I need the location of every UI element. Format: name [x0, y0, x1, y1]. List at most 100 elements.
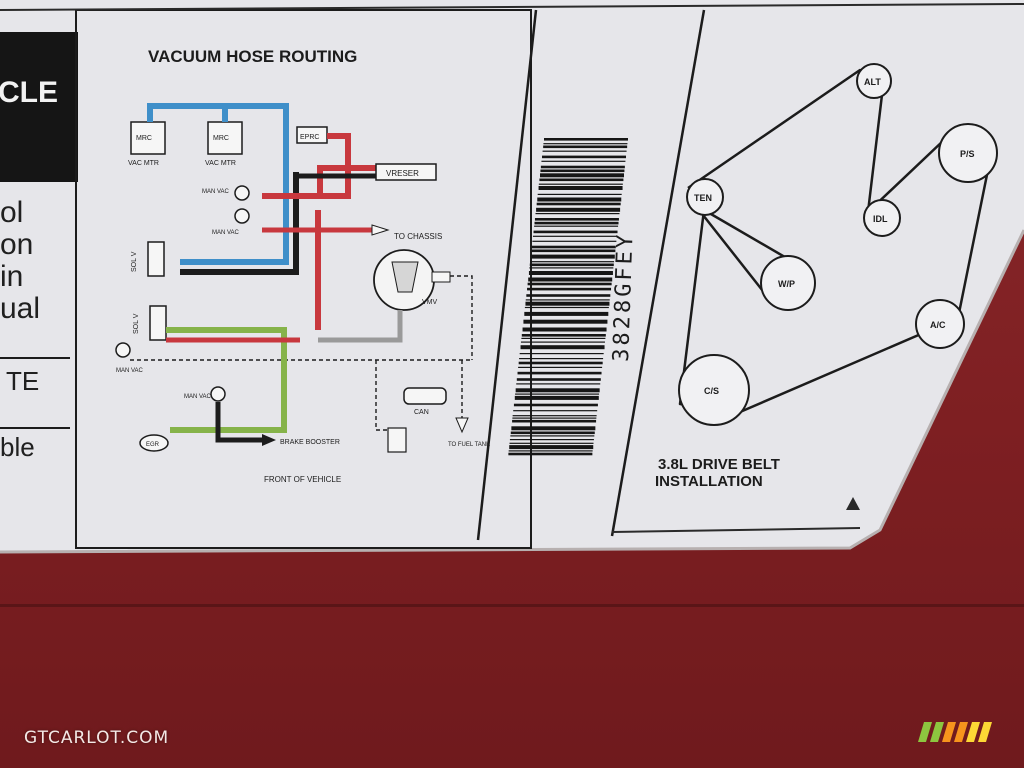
barcode-bar	[508, 452, 593, 456]
barcode	[508, 138, 628, 456]
barcode-bar	[510, 435, 595, 437]
barcode-bar	[509, 445, 594, 450]
manvac-port-2	[234, 208, 250, 224]
barcode-bar	[539, 178, 624, 182]
brand-stripe-logo	[918, 722, 992, 742]
barcode-bar	[516, 383, 601, 385]
barcode-bar	[537, 193, 622, 195]
divider-barcode-right	[610, 9, 706, 537]
barcode-bar	[543, 145, 628, 149]
barcode-bar	[515, 388, 600, 393]
left-header-text: CLE	[0, 76, 58, 109]
pulley-label-ac: A/C	[930, 320, 946, 330]
belt-panel-bottom	[611, 527, 861, 533]
mrc-label-2: MRC	[213, 135, 229, 142]
barcode-bar	[538, 186, 623, 190]
mrc-label-1: MRC	[136, 135, 152, 142]
barcode-bar	[534, 221, 619, 225]
pulley-label-ten: TEN	[694, 193, 712, 203]
brake-booster-label: BRAKE BOOSTER	[280, 439, 340, 446]
egr-label: EGR	[146, 442, 160, 448]
watermark-text: GTCARLOT.COM	[24, 728, 170, 748]
left-fragment-line-1: ol	[0, 196, 23, 229]
barcode-bar	[534, 225, 619, 227]
to-fuel-tank-arrow	[455, 417, 469, 434]
warning-triangle-icon	[846, 497, 860, 510]
manvac-label-3: MAN VAC	[116, 368, 144, 374]
sol-valve-2	[149, 305, 167, 341]
barcode-bar	[543, 143, 628, 145]
barcode-bar	[544, 138, 628, 141]
left-bottom-label: ble	[0, 432, 35, 462]
barcode-bar	[511, 426, 596, 431]
barcode-bar	[533, 230, 618, 234]
pulley-label-ps: P/S	[960, 149, 975, 159]
dashed-canister	[375, 360, 396, 431]
pulley-ten	[686, 178, 724, 216]
barcode-bar	[538, 183, 623, 185]
barcode-bar	[522, 327, 607, 332]
barcode-bar	[536, 207, 621, 212]
sol-v-label-1: SOL V	[131, 251, 138, 272]
pulley-ps	[938, 123, 998, 183]
pulley-wp	[760, 255, 816, 311]
barcode-bar	[521, 334, 606, 337]
barcode-bar	[520, 345, 605, 350]
manvac-port-4	[210, 386, 226, 402]
egr-valve	[139, 434, 169, 452]
barcode-bar	[523, 319, 608, 324]
barcode-bar	[512, 417, 597, 419]
barcode-bar	[514, 395, 599, 400]
belt-title-line-1: 3.8L DRIVE BELT	[658, 456, 780, 473]
vmv-label: VMV	[422, 299, 438, 306]
to-chassis-arrow	[371, 224, 390, 236]
barcode-bar	[515, 393, 600, 395]
pulley-ac	[915, 299, 965, 349]
left-fragment-line-3: in	[0, 260, 23, 293]
barcode-bar	[512, 419, 597, 423]
pulley-label-wp: W/P	[778, 279, 795, 289]
barcode-bar	[508, 450, 593, 452]
body-panel-crease	[0, 604, 1024, 607]
vmv-hose	[318, 310, 403, 343]
barcode-bar	[512, 415, 597, 417]
barcode-bar	[529, 267, 614, 269]
pulley-cs	[678, 354, 750, 426]
mrc-box-1	[130, 121, 166, 155]
vreser-label: VRESER	[386, 169, 419, 178]
barcode-bar	[528, 271, 613, 275]
barcode-bar	[542, 150, 627, 152]
barcode-bar	[524, 306, 609, 309]
barcode-bar	[526, 294, 611, 297]
left-header-block	[0, 32, 78, 182]
brake-booster-arrow	[262, 434, 276, 446]
barcode-bar	[532, 235, 617, 237]
pulley-idl	[863, 199, 901, 237]
barcode-bar	[541, 160, 626, 162]
vmv-connector	[431, 271, 451, 283]
barcode-bar	[525, 299, 610, 301]
vacuum-title: VACUUM HOSE ROUTING	[148, 47, 357, 66]
barcode-bar	[527, 287, 612, 291]
black-hose-booster	[215, 402, 262, 443]
pulley-label-cs: C/S	[704, 386, 719, 396]
barcode-bar	[519, 353, 604, 355]
pulley-alt	[856, 63, 892, 99]
front-of-vehicle-label: FRONT OF VEHICLE	[264, 475, 341, 484]
sol-v-label-2: SOL V	[133, 313, 140, 334]
barcode-bar	[518, 366, 603, 368]
barcode-bar	[527, 282, 612, 286]
left-fragment-line-4: ual	[0, 292, 40, 325]
barcode-bar	[535, 213, 620, 215]
barcode-bar	[520, 341, 605, 343]
pulley-label-alt: ALT	[864, 77, 881, 87]
barcode-bar	[521, 337, 606, 339]
barcode-bar	[509, 439, 594, 441]
barcode-bar	[532, 240, 617, 242]
sol-valve-1	[147, 241, 165, 277]
pulley-label-idl: IDL	[873, 214, 888, 224]
to-fuel-tank-label: TO FUEL TANK	[448, 442, 490, 448]
green-hose	[166, 327, 287, 433]
belt-title-line-2: INSTALLATION	[655, 473, 763, 490]
barcode-bar	[517, 371, 602, 375]
